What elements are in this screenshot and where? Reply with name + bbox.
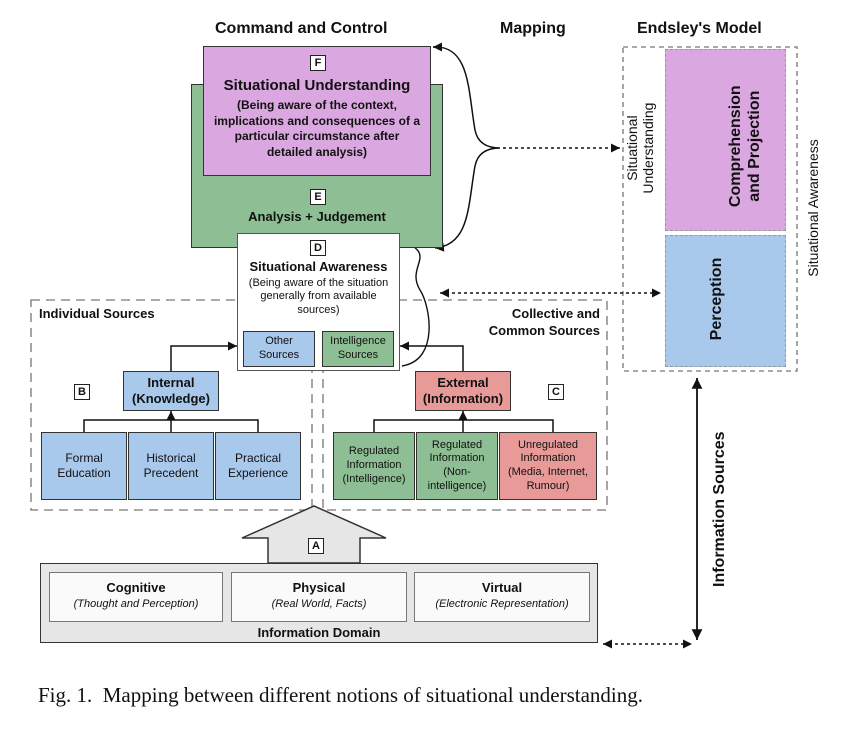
- figure-caption: Fig. 1. Mapping between different notion…: [38, 683, 644, 707]
- domain-virtual-sub: (Electronic Representation): [435, 598, 569, 610]
- formal-education-box: Formal Education: [41, 432, 127, 500]
- regulated-intelligence-box: Regulated Information (Intelligence): [333, 432, 415, 500]
- tree-b-lines: [83, 419, 259, 432]
- domain-cognitive-sub: (Thought and Perception): [73, 598, 199, 610]
- domain-physical-box: Physical (Real World, Facts): [231, 572, 407, 622]
- perception-label: Perception: [708, 257, 725, 341]
- other-sources-box: Other Sources: [243, 331, 315, 367]
- external-information-box: External (Information): [415, 371, 511, 411]
- regulated-non-intelligence-box: Regulated Information (Non-intelligence): [416, 432, 498, 500]
- letter-f: F: [310, 55, 326, 71]
- domain-physical-sub: (Real World, Facts): [271, 598, 367, 610]
- domain-virtual-box: Virtual (Electronic Representation): [414, 572, 590, 622]
- letter-e: E: [310, 189, 326, 205]
- internal-knowledge-box: Internal (Knowledge): [123, 371, 219, 411]
- situational-understanding-desc: (Being aware of the context, implication…: [213, 98, 421, 159]
- header-mapping: Mapping: [500, 20, 566, 37]
- situational-awareness-title: Situational Awareness: [249, 259, 388, 274]
- comprehension-projection-label: Comprehension and Projection: [726, 85, 763, 208]
- information-sources-label: Information Sources: [711, 431, 728, 587]
- domain-cognitive-title: Cognitive: [106, 580, 166, 595]
- letter-d: D: [310, 240, 326, 256]
- perception-box: [665, 235, 786, 367]
- situational-understanding-title: Situational Understanding: [223, 77, 411, 94]
- d-to-e-curve: [399, 239, 430, 367]
- domain-physical-title: Physical: [292, 580, 346, 595]
- historical-precedent-box: Historical Precedent: [128, 432, 214, 500]
- mapping-brace: [432, 46, 501, 252]
- intelligence-sources-box: Intelligence Sources: [322, 331, 394, 367]
- letter-c: C: [548, 384, 564, 400]
- practical-experience-box: Practical Experience: [215, 432, 301, 500]
- individual-sources-group: [30, 299, 313, 511]
- header-endsley: Endsley's Model: [637, 20, 762, 37]
- situational-awareness-vlabel: Situational Awareness: [805, 139, 821, 277]
- comprehension-projection-box: [665, 49, 786, 231]
- situational-awareness-desc: (Being aware of the situation generally …: [248, 277, 389, 316]
- header-command-control: Command and Control: [215, 20, 388, 37]
- domain-up-arrow: [241, 505, 387, 564]
- b-to-d-line: [170, 341, 237, 371]
- situational-understanding-box: F Situational Understanding (Being aware…: [203, 46, 431, 176]
- endsley-frame: [622, 46, 798, 372]
- unregulated-information-box: Unregulated Information (Media, Internet…: [499, 432, 597, 500]
- information-domain-box: Cognitive (Thought and Perception) Physi…: [40, 563, 598, 643]
- c-to-d-line: [400, 341, 464, 371]
- collective-sources-group: [322, 299, 608, 511]
- information-domain-label: Information Domain: [257, 625, 381, 640]
- domain-virtual-title: Virtual: [481, 580, 523, 595]
- situational-awareness-box: D Situational Awareness (Being aware of …: [237, 233, 400, 371]
- letter-a: A: [308, 538, 324, 554]
- domain-cognitive-box: Cognitive (Thought and Perception): [49, 572, 223, 622]
- collective-sources-label: Collective and Common Sources: [488, 306, 600, 338]
- situational-understanding-vlabel: Situational Understanding: [623, 102, 656, 194]
- analysis-judgement-title: Analysis + Judgement: [248, 209, 386, 224]
- letter-b: B: [74, 384, 90, 400]
- tree-c-lines: [373, 419, 554, 432]
- individual-sources-label: Individual Sources: [39, 306, 155, 321]
